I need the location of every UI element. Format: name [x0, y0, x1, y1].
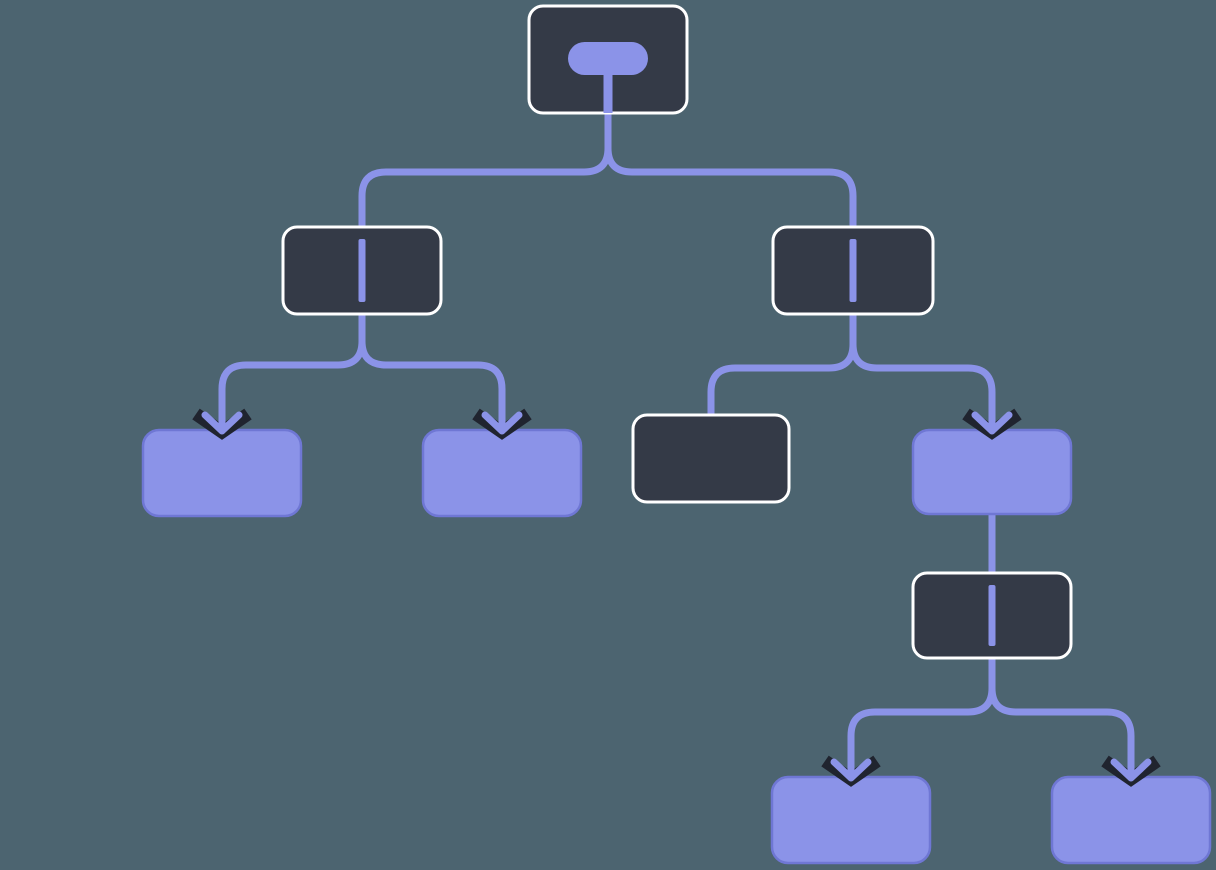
chevron-inner-arrow [971, 406, 1013, 435]
edge-root-b2 [604, 111, 857, 229]
leaf-node-3-body [911, 428, 1073, 516]
leaf-node-2-body [421, 428, 583, 518]
edge-b2-d3 [707, 312, 857, 417]
leaf-node-2[interactable] [421, 428, 583, 518]
leaf-node-1[interactable] [141, 428, 303, 518]
edge-b1-l2 [358, 312, 506, 415]
chevron-inner-arrow [201, 406, 243, 435]
edge-b2-l3 [849, 312, 996, 415]
edge-b1-l1 [218, 312, 366, 415]
plain-dark-node-body [631, 413, 791, 504]
root-pill-icon [568, 42, 648, 75]
leaf-node-4[interactable] [770, 775, 932, 865]
edge-root-b1 [358, 111, 612, 229]
down-chevron-arrow-icon [962, 406, 1022, 440]
root-collapsed-node[interactable] [527, 4, 689, 115]
collapsed-children-line [988, 585, 996, 646]
down-chevron-arrow-icon [192, 406, 252, 440]
chevron-inner-arrow [481, 406, 523, 435]
collapsed-children-line [358, 239, 366, 302]
chevron-inner-arrow [1110, 753, 1152, 782]
collapsed-children-line [849, 239, 857, 302]
root-stem-line [603, 72, 613, 113]
branch-node-right[interactable] [771, 225, 935, 316]
branch-node-bottom[interactable] [911, 571, 1073, 660]
plain-dark-node[interactable] [631, 413, 791, 504]
leaf-node-4-body [770, 775, 932, 865]
edge-b3-l5 [988, 656, 1135, 762]
edge-b3-l4 [847, 656, 996, 762]
leaf-node-3[interactable] [911, 428, 1073, 516]
leaf-node-1-body [141, 428, 303, 518]
leaf-node-5[interactable] [1050, 775, 1212, 865]
down-chevron-arrow-icon [821, 753, 881, 787]
leaf-node-5-body [1050, 775, 1212, 865]
down-chevron-arrow-icon [1101, 753, 1161, 787]
down-chevron-arrow-icon [472, 406, 532, 440]
branch-node-left[interactable] [281, 225, 443, 316]
chevron-inner-arrow [830, 753, 872, 782]
